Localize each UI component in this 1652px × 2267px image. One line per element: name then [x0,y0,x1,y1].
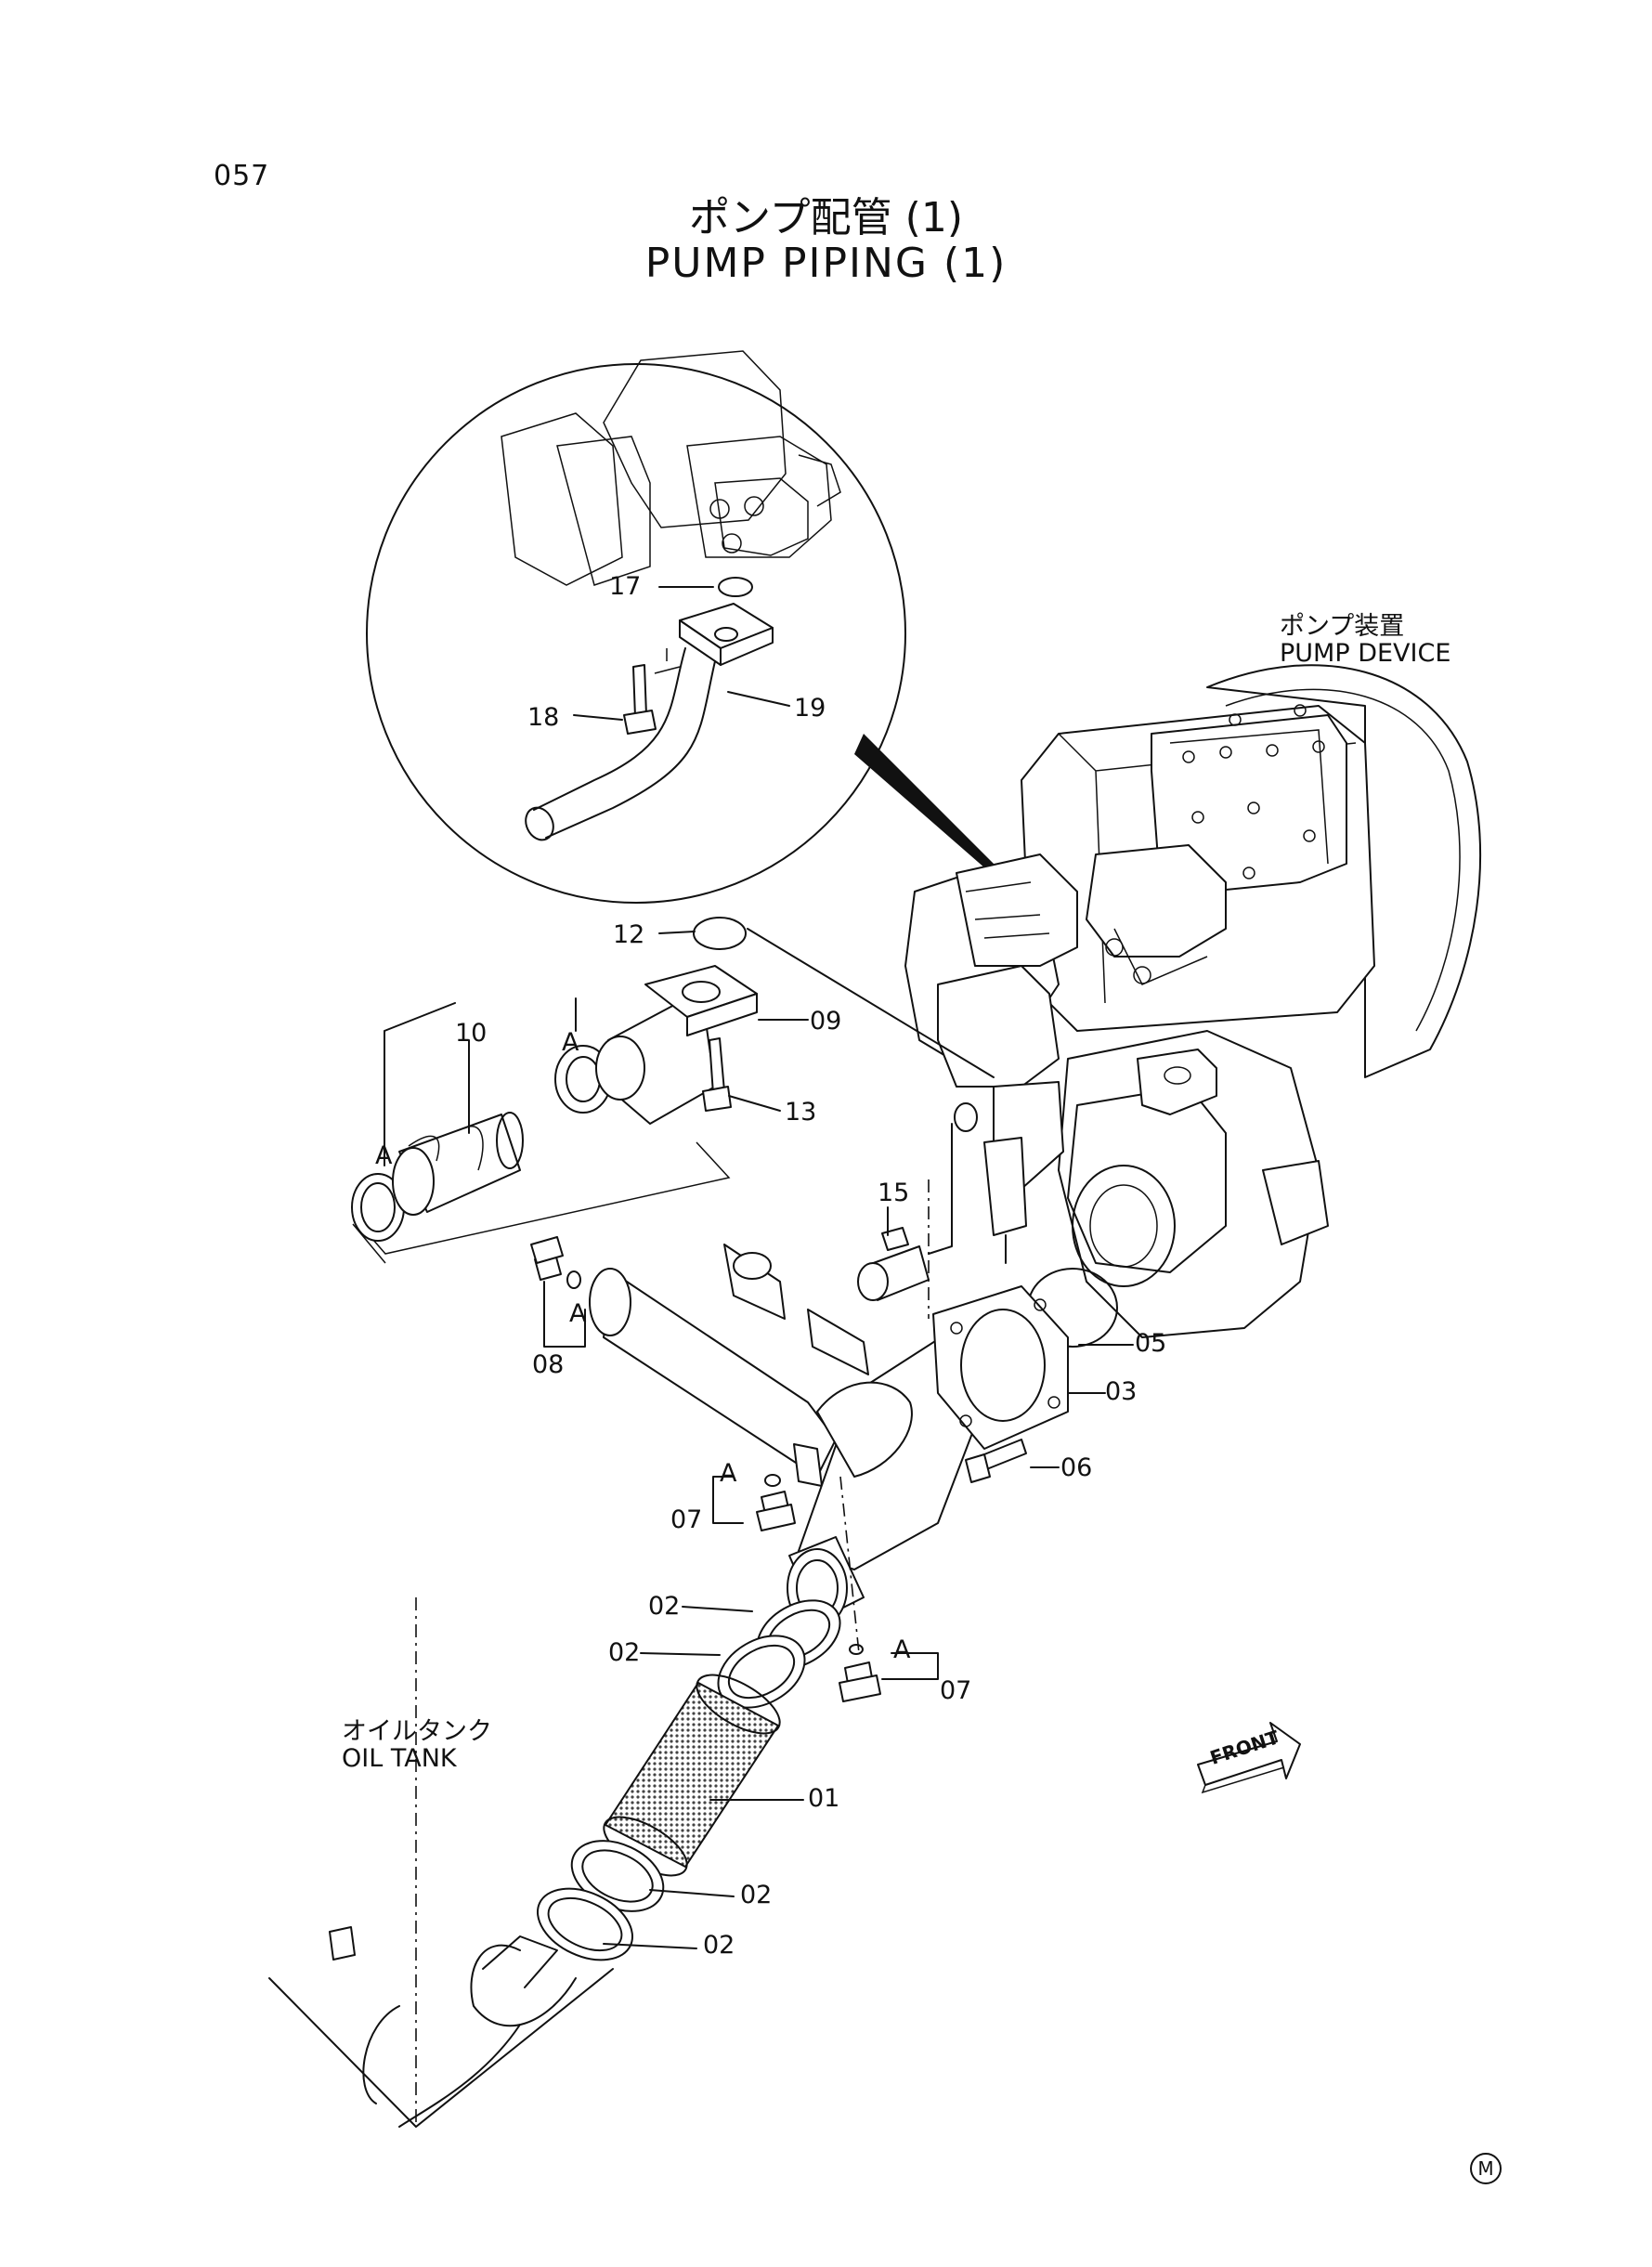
callout-06: 06 [1060,1453,1093,1482]
callout-13: 13 [785,1098,817,1127]
callout-15: 15 [878,1179,910,1207]
callout-a-left: A [375,1141,393,1170]
bolt-13 [709,1037,725,1095]
callout-03: 03 [1105,1377,1138,1406]
page-number: 057 [214,160,270,192]
detail-view-circle [366,350,906,904]
page-title-english: PUMP PIPING (1) [644,240,1008,287]
callout-09: 09 [810,1007,842,1036]
callout-05: 05 [1135,1329,1167,1358]
pipe-19-bottom [545,660,716,839]
callout-07-lower: 07 [940,1676,972,1705]
hose-10-end [392,1147,435,1216]
label-oil-tank-japanese: オイルタンク [342,1717,492,1746]
bolt-18 [632,664,647,718]
label-pump-device-japanese: ポンプ装置 [1280,612,1405,641]
callout-01: 01 [808,1784,840,1813]
callout-08: 08 [532,1350,565,1379]
strainer-assembly [536,1599,841,1961]
callout-02-upper-b: 02 [608,1638,641,1667]
callout-a-plug: A [569,1299,587,1328]
label-oil-tank-english: OIL TANK [342,1744,457,1773]
callout-a-upper: A [562,1028,579,1057]
callout-a-07-lower: A [893,1635,911,1664]
front-arrow-icon [1197,1722,1301,1794]
pump-suction-port [1072,1165,1176,1287]
clamp-15 [857,1123,953,1301]
o-ring-12 [693,917,747,950]
strainer-01 [604,1681,780,1869]
hose-assembly [351,917,995,1264]
label-pump-device-english: PUMP DEVICE [1280,639,1451,668]
callout-a-07-upper: A [720,1459,737,1488]
pump-device [904,664,1482,1348]
callout-07-upper: 07 [670,1505,703,1534]
callout-18: 18 [527,703,560,732]
plug-08 [530,1236,586,1348]
corner-mark: M [1470,2153,1502,2184]
o-ring-17 [718,577,753,597]
detail-circle-outline [366,363,906,904]
callout-17: 17 [609,572,642,601]
callout-10: 10 [455,1019,488,1048]
suction-pipe-03 [589,1179,1134,1702]
callout-02-lower-a: 02 [740,1881,773,1909]
tank-fitting [329,1926,356,1961]
callout-19: 19 [794,694,826,723]
pipe-19-top [533,647,686,811]
page-title-japanese: ポンプ配管 (1) [689,194,963,241]
callout-02-upper-a: 02 [648,1592,681,1621]
o-ring-near-15 [954,1102,978,1132]
oil-tank [268,1597,614,2128]
callout-02-lower-b: 02 [703,1931,735,1960]
callout-12: 12 [613,920,645,949]
